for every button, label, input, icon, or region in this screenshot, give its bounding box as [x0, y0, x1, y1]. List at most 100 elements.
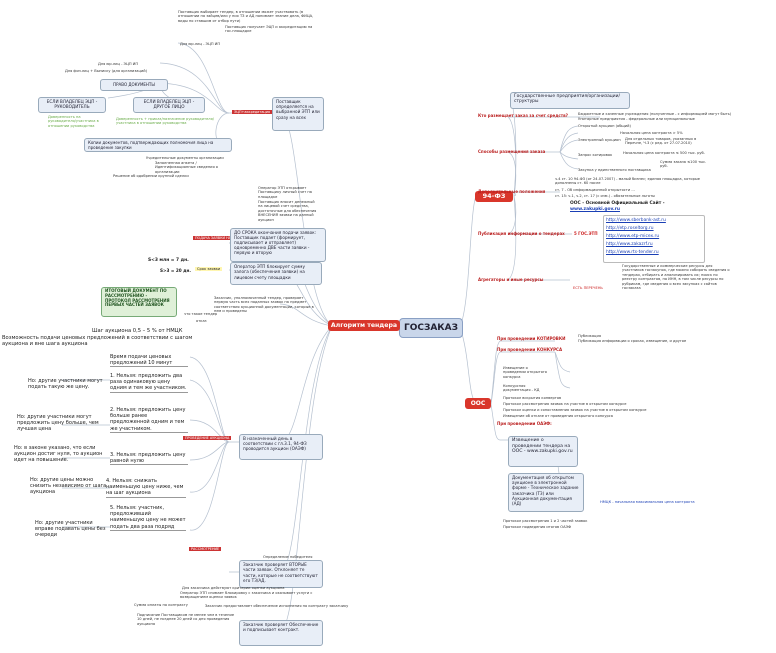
- acc-item-3: Для физ.лиц + Выписку (для организаций): [65, 69, 148, 73]
- acc-item-1: Для юр.лиц - ЭЦП ИП: [180, 42, 221, 46]
- auction-tag: ПРОВЕДЕНИЕ АУКЦИОНА: [183, 436, 232, 440]
- oos-oaef-protocol: Протокол рассмотрения 1 и 2 частей заяво…: [503, 519, 588, 523]
- etp-link-5[interactable]: http://www.rts-tender.ru: [606, 250, 659, 255]
- branch-oos[interactable]: ООС: [465, 398, 491, 409]
- oos-nmck: НМЦК - начальная максимальная цена контр…: [600, 500, 695, 504]
- oos-oaef-notice[interactable]: Извещение о проведении тендера на ООС - …: [508, 436, 578, 467]
- rule-1: 1. Нельзя: предложить два раза одинакову…: [110, 373, 188, 393]
- owner-other-node[interactable]: ЕСЛИ ВЛАДЕЛЕЦ ЭЦП - ДРУГОЕ ЛИЦО: [133, 97, 205, 113]
- oos-contest-cancel: Извещение об отказе от проведения открыт…: [503, 414, 613, 418]
- rule-5-exception: Но: другие участники вправе подавать цен…: [35, 520, 106, 539]
- offer-note-2: Поставщик вносит денежный на лицевой сче…: [258, 200, 317, 222]
- aggregators-tag: ЕСТЬ ПЕРЕЧЕНЬ: [573, 286, 603, 290]
- oos-link[interactable]: www.zakupki.gov.ru: [570, 207, 620, 212]
- rule-4: 4. Нельзя: снижать наименьшую цену ниже,…: [106, 478, 186, 498]
- form-single-note: Сумма заказа ≤100 тыс. руб.: [660, 160, 707, 169]
- etp-link-1[interactable]: http://www.sberbank-ast.ru: [606, 218, 666, 223]
- second-parts-node[interactable]: Заказчик проверяет ВТОРЫЕ части заявок. …: [239, 560, 323, 588]
- oos-contest-eval: Протокол оценки и сопоставления заявок н…: [503, 408, 647, 412]
- pick-platform-node[interactable]: Поставщик определяется на выбранной ЭТП …: [272, 97, 324, 131]
- required-docs-node[interactable]: ПРАВО ДОКУМЕНТЫ: [100, 79, 168, 91]
- form-open-price: Начальная цена контракта > 5%: [620, 131, 683, 135]
- offer-note-1: Оператор ЭТП открывает Поставщику личный…: [258, 186, 312, 199]
- submit-offer-node[interactable]: ДО СРОКА окончания подачи заявок: Постав…: [230, 228, 326, 262]
- etp-header: 5 ГОС.ЭТП: [574, 231, 598, 236]
- authority-docs-node[interactable]: Копии документов, подтверждающих полномо…: [84, 138, 232, 152]
- aggregators-text: Государственные и коммерческие ресурсы д…: [622, 264, 730, 291]
- extra-item-2: ст. 7 - Об информационной открытости ...: [555, 188, 635, 192]
- form-e-auction: Электронный аукцион: [578, 138, 621, 142]
- rule-3: 3. Нельзя: предложить цену равной нулю: [110, 452, 188, 466]
- owner-director-note: Доверенность на руководителя/участника в…: [48, 115, 99, 128]
- rule-1-exception: Но: другие участники могут подать такую …: [28, 378, 103, 391]
- commission-note: Заказчик, уполномоченный тендер, проверя…: [214, 296, 314, 314]
- who-item-2: Унитарные предприятия - федеральные или …: [578, 117, 695, 121]
- oos-contest-header[interactable]: При проведении КОНКУРСА: [497, 347, 563, 352]
- rule-time: Время подачи ценовых предложений 10 мину…: [110, 354, 188, 368]
- branch-algorithm[interactable]: Алгоритм тендера: [328, 320, 400, 331]
- etp-link-2[interactable]: http://etp.roseltorg.ru: [606, 226, 654, 231]
- authority-doc-2: Заполненная анкета / Идентификационные с…: [155, 161, 219, 174]
- owner-director-node[interactable]: ЕСЛИ ВЛАДЕЛЕЦ ЭЦП - РУКОВОДИТЕЛЬ: [38, 97, 106, 113]
- auction-day-node[interactable]: В назначенный день в соответствии с гл.3…: [239, 434, 323, 460]
- gos-orgs-node[interactable]: Государственные предприятия/организации/…: [510, 92, 630, 109]
- oos-contest-docs: Конкурсная документация - КД: [503, 384, 540, 393]
- aggregators-header[interactable]: Агрегаторы и иные ресурсы: [478, 277, 544, 282]
- protocol-sub-2: отказ: [196, 319, 207, 323]
- oos-oaef-docs[interactable]: Документация об открытом аукционе в элек…: [508, 473, 584, 512]
- who-header[interactable]: Кто размещает заказ за счет средств?: [478, 113, 568, 118]
- oos-contest-open: Протокол вскрытия конвертов: [503, 396, 562, 400]
- etp-list: http://www.sberbank-ast.ru http://etp.ro…: [603, 215, 705, 263]
- branch-94fz[interactable]: 94-ФЗ: [475, 191, 513, 202]
- publication-header[interactable]: Публикация информации о тендерах: [478, 231, 565, 236]
- oos-oaef-result: Протокол подведения итогов ОАЭФ: [503, 525, 572, 529]
- rule-2: 2. Нельзя: предложить цену больше ранее …: [110, 407, 188, 433]
- oos-oaef-header[interactable]: При проведении ОАЭФ:: [497, 421, 552, 426]
- deposit-small: S<3 млн = 7 дн.: [148, 258, 189, 263]
- rule-5: 5. Нельзя: участник, предложивший наимен…: [110, 505, 186, 531]
- offer-tag: ПОДАЧА ЗАЯВКИ НА УЧАСТИЕ: [193, 236, 250, 240]
- first-parts-protocol-node[interactable]: ИТОГОВЫЙ ДОКУМЕНТ ПО РАССМОТРЕНИЮ - ПРОТ…: [101, 287, 177, 317]
- form-quote: Запрос котировок: [578, 153, 613, 157]
- block-deposit-node[interactable]: Оператор ЭТП блокирует сумму залога (обе…: [230, 262, 322, 285]
- extra-item-1: ч.4 ст. 10 94-ФЗ (от 24.07.2007) - малый…: [555, 177, 700, 186]
- deposit-tag: Срок заявки: [195, 267, 223, 272]
- contract-note-3: Заказчик предоставляет обеспечение испол…: [205, 604, 349, 608]
- form-e-auction-note: Для отдельных товаров, указанных в Переч…: [625, 137, 697, 146]
- forms-header[interactable]: Способы размещения заказа: [478, 149, 546, 154]
- rule-3-exception: Но: в законе указано, что если аукцион д…: [14, 445, 103, 464]
- etp-link-4[interactable]: http://www.zakazrf.ru: [606, 242, 653, 247]
- owner-other-note: Доверенность + приказ/назначение руковод…: [116, 117, 214, 126]
- authority-doc-3: Решение об одобрении крупной сделки: [113, 174, 189, 178]
- extra-item-3: ст. 15: ч.1, ч.2, ст. 17 (с изм.) - обяз…: [555, 194, 656, 198]
- rule-4-exception: Но: другие цены можно снизить независимо…: [30, 477, 107, 496]
- etp-link-3[interactable]: http://www.etp-micex.ru: [606, 234, 660, 239]
- acc-item-2: Для юр.лиц - ЭЦП ИП: [98, 62, 139, 66]
- central-topic[interactable]: ГОСЗАКАЗ: [399, 318, 463, 338]
- algo-top-2: Поставщик получает ЭЦП и аккредитацию на…: [225, 25, 313, 34]
- oos-quote-header[interactable]: При проведении КОТИРОВКИ: [497, 336, 566, 341]
- contract-note-1: Для заказчика действуют критерии оценки …: [182, 586, 285, 590]
- form-single: Закупка у единственного поставщика: [578, 168, 651, 172]
- who-item-1: Бюджетные и казенные учреждения (получен…: [578, 112, 732, 116]
- oos-quote-pub: Публикация: [578, 334, 601, 338]
- contract-note-2: Оператор ЭТП снимает блокировку с заказч…: [180, 591, 313, 600]
- rule-2-exception: Но: другие участники могут предложить це…: [17, 414, 99, 433]
- pick-platform-tag: ЭЦП+аккредитация: [232, 110, 272, 114]
- protocol-sub-1: что такое тендер: [184, 312, 218, 316]
- contract-sum: Сумма оплаты по контракту: [134, 603, 188, 607]
- winner-note: Определение победителя: [263, 555, 313, 559]
- auction-step: Шаг аукциона 0,5 – 5 % от НМЦК: [92, 328, 183, 334]
- oos-label: ООС - Основной Официальный Сайт -: [570, 201, 665, 206]
- algo-top-1: Поставщик выбирает тендер, в отношении м…: [178, 10, 314, 23]
- form-open-auction: Открытый аукцион (общий): [578, 124, 631, 128]
- sign-contract-node[interactable]: Заказчик проверяет Обеспечение и подписы…: [239, 620, 323, 646]
- oos-contest-review: Протокол рассмотрения заявок на участие …: [503, 402, 627, 406]
- second-parts-tag: РАССМОТРЕНИЕ: [189, 547, 222, 551]
- form-quote-note: Начальная цена контракта ≤ 500 тыс. руб.: [623, 151, 705, 155]
- contract-note-4: Подписание Поставщиком не менее чем в те…: [137, 613, 235, 626]
- extra-header[interactable]: Дополнительные положения: [478, 189, 546, 194]
- oos-quote-pub-2: Публикация информации о сроках, извещени…: [578, 339, 687, 343]
- deposit-large: S>3 = 20 дн.: [160, 268, 192, 273]
